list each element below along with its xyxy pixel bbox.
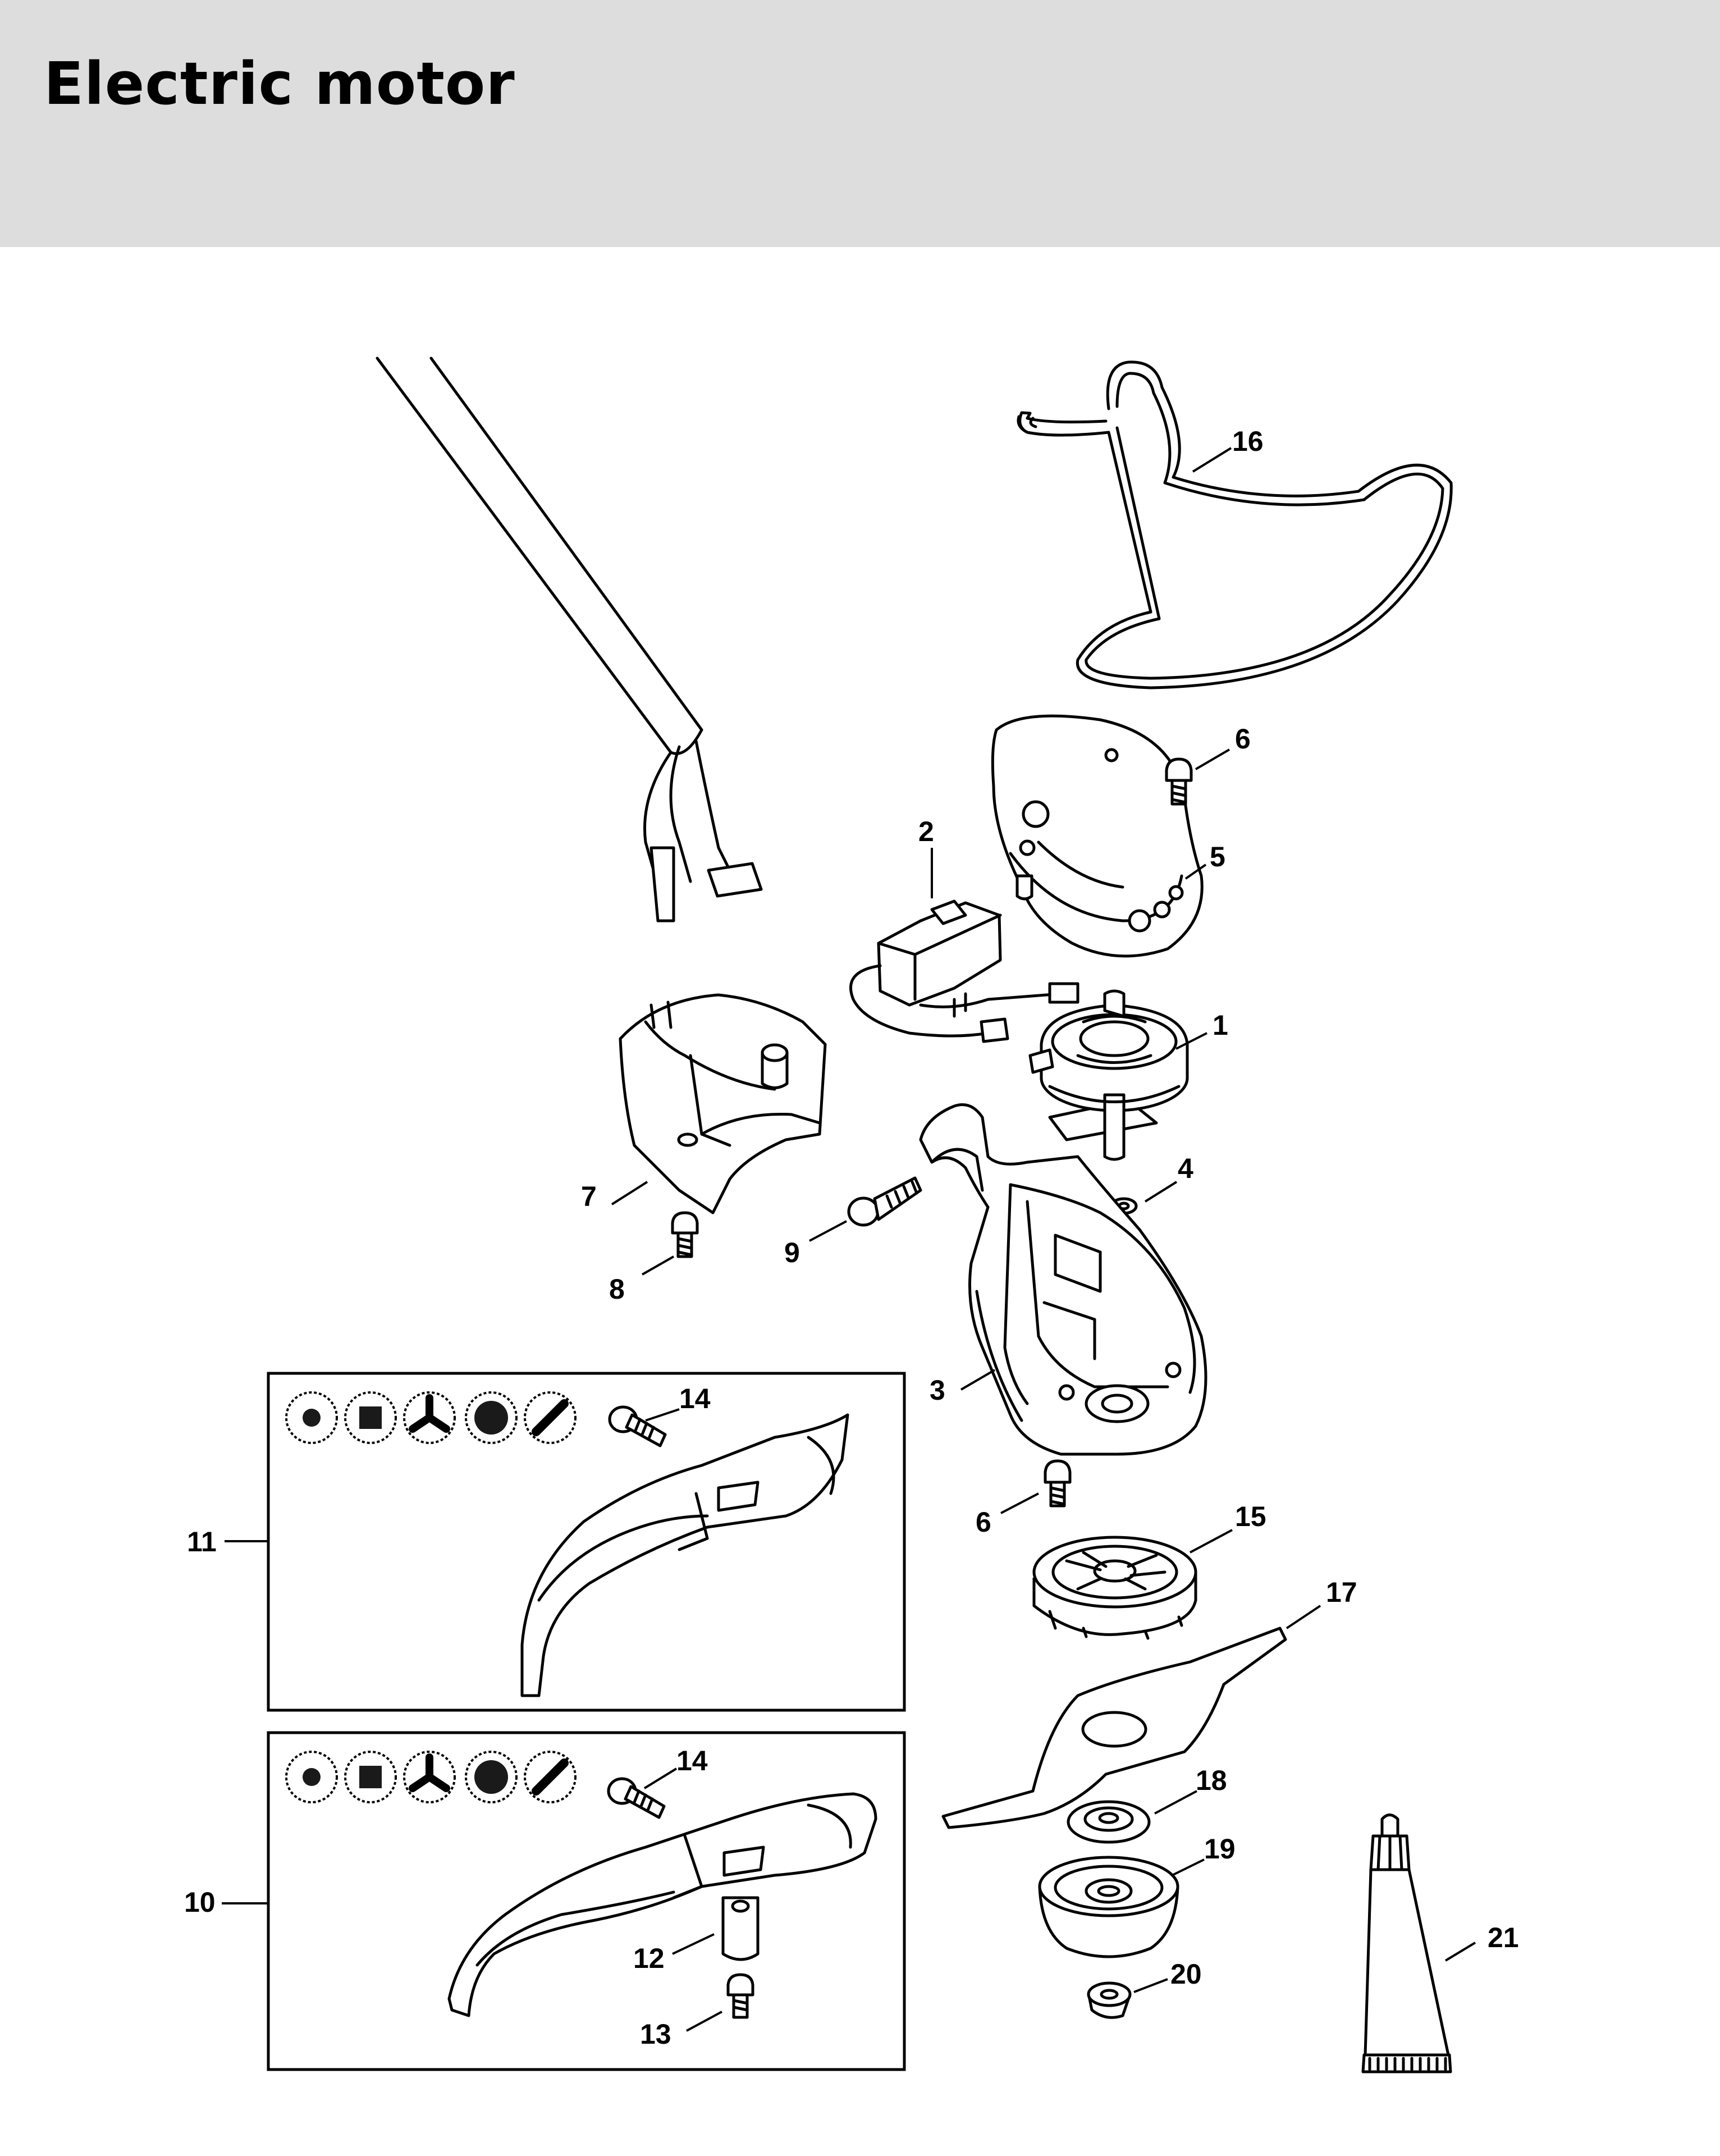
part-label-14-lower: 14 bbox=[676, 1745, 708, 1776]
part-label-10: 10 bbox=[184, 1886, 216, 1918]
drive-tube-with-cable bbox=[376, 357, 763, 922]
part-16-wire-bracket bbox=[1017, 360, 1453, 689]
part-6-screw-top bbox=[1165, 757, 1193, 806]
page-title: Electric motor bbox=[44, 49, 515, 118]
part-label-20: 20 bbox=[1170, 1958, 1202, 1990]
part-label-8: 8 bbox=[609, 1273, 625, 1305]
cutting-tool-symbols-10 bbox=[285, 1751, 577, 1803]
part-5-motor-cover bbox=[991, 714, 1204, 958]
part-9-screw bbox=[847, 1176, 922, 1227]
part-label-7: 7 bbox=[581, 1181, 597, 1212]
part-3-motor-housing bbox=[919, 1103, 1207, 1456]
part-17-cutting-blade bbox=[941, 1627, 1287, 1829]
part-label-21: 21 bbox=[1488, 1922, 1519, 1953]
part-6-screw-lower bbox=[1044, 1459, 1072, 1508]
part-label-2: 2 bbox=[918, 816, 934, 847]
part-label-6-lower: 6 bbox=[976, 1506, 991, 1538]
part-7-cover-half bbox=[619, 993, 827, 1214]
part-label-19: 19 bbox=[1204, 1833, 1236, 1865]
cutting-tool-symbols-11 bbox=[285, 1391, 577, 1444]
part-label-5: 5 bbox=[1210, 841, 1225, 873]
part-11-deflector-assembly-frame bbox=[267, 1372, 906, 1712]
part-2-switch-module bbox=[849, 899, 1079, 1043]
part-8-screw bbox=[671, 1211, 699, 1258]
part-label-3: 3 bbox=[930, 1374, 945, 1406]
part-10-deflector-assembly-frame bbox=[267, 1731, 906, 2071]
leader-lines bbox=[222, 447, 1476, 2032]
part-label-6-top: 6 bbox=[1235, 723, 1251, 755]
part-1-motor bbox=[1028, 989, 1189, 1161]
part-label-18: 18 bbox=[1196, 1765, 1227, 1796]
part-label-14-upper: 14 bbox=[679, 1383, 711, 1414]
part-label-11: 11 bbox=[187, 1526, 217, 1557]
part-18-thrust-plate bbox=[1067, 1800, 1151, 1844]
part-19-thrust-cup bbox=[1038, 1856, 1179, 1958]
part-label-1: 1 bbox=[1213, 1010, 1228, 1041]
part-label-17: 17 bbox=[1326, 1577, 1357, 1608]
part-20-nut bbox=[1087, 1981, 1132, 2019]
part-label-12: 12 bbox=[633, 1943, 665, 1974]
part-label-9: 9 bbox=[784, 1237, 800, 1268]
header-banner bbox=[0, 0, 1720, 247]
part-label-16: 16 bbox=[1232, 426, 1264, 457]
part-15-drive-hub bbox=[1032, 1536, 1197, 1640]
part-label-13: 13 bbox=[640, 2018, 671, 2050]
part-21-grease-tube bbox=[1361, 1814, 1452, 2073]
part-label-15: 15 bbox=[1235, 1501, 1266, 1532]
part-number-labels: 16 6 5 2 1 4 7 8 9 3 6 15 17 18 19 20 21… bbox=[184, 426, 1519, 2050]
part-label-4: 4 bbox=[1178, 1153, 1193, 1184]
